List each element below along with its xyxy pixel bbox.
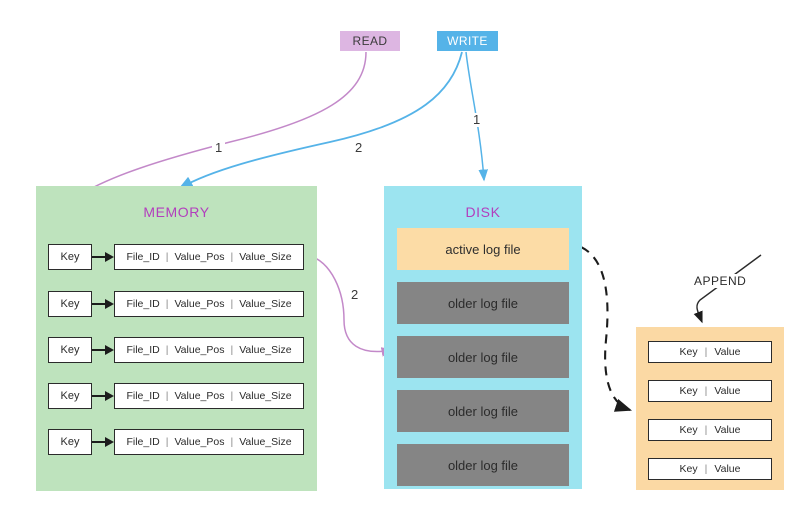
disk-region: DISK active log file older log file olde… <box>384 186 582 489</box>
memory-row[interactable]: Key File_ID | Value_Pos | Value_Size <box>48 337 304 363</box>
write-operation-label: WRITE <box>447 34 488 48</box>
memory-meta-box: File_ID | Value_Pos | Value_Size <box>114 383 304 409</box>
write-operation-button[interactable]: WRITE <box>437 31 498 51</box>
memory-separator: | <box>165 436 169 448</box>
memory-pointer-arrow-icon <box>92 429 114 455</box>
memory-meta-box: File_ID | Value_Pos | Value_Size <box>114 337 304 363</box>
memory-row[interactable]: Key File_ID | Value_Pos | Value_Size <box>48 291 304 317</box>
memory-value-pos: Value_Pos <box>174 298 225 310</box>
older-log-file[interactable]: older log file <box>397 282 569 324</box>
older-log-file[interactable]: older log file <box>397 336 569 378</box>
active-log-file-label: active log file <box>445 241 521 257</box>
record-separator: | <box>704 463 708 475</box>
memory-pointer-arrow-icon <box>92 337 114 363</box>
record-separator: | <box>704 424 708 436</box>
disk-title: DISK <box>465 204 501 220</box>
edge-label-read-step-1: 1 <box>212 141 226 155</box>
memory-meta-box: File_ID | Value_Pos | Value_Size <box>114 429 304 455</box>
older-log-file[interactable]: older log file <box>397 444 569 486</box>
memory-row[interactable]: Key File_ID | Value_Pos | Value_Size <box>48 429 304 455</box>
record-key: Key <box>679 346 698 358</box>
edge-memory-to-logfile <box>307 254 394 357</box>
record-separator: | <box>704 346 708 358</box>
append-label: APPEND <box>692 274 749 288</box>
record-row[interactable]: Key | Value <box>648 380 772 402</box>
memory-separator: | <box>230 436 234 448</box>
memory-title: MEMORY <box>143 204 210 220</box>
memory-value-size: Value_Size <box>239 436 292 448</box>
memory-separator: | <box>230 251 234 263</box>
memory-row[interactable]: Key File_ID | Value_Pos | Value_Size <box>48 383 304 409</box>
edge-label-write-step-1: 1 <box>470 113 484 127</box>
memory-key-box: Key <box>48 429 92 455</box>
record-value: Value <box>714 424 741 436</box>
memory-file-id: File_ID <box>126 344 160 356</box>
memory-value-pos: Value_Pos <box>174 344 225 356</box>
read-operation-label: READ <box>352 34 388 48</box>
older-log-file-label: older log file <box>447 403 519 419</box>
memory-key-box: Key <box>48 244 92 270</box>
memory-region: MEMORY Key File_ID | Value_Pos | Value_S… <box>36 186 317 491</box>
memory-separator: | <box>165 344 169 356</box>
memory-file-id: File_ID <box>126 390 160 402</box>
edge-append-pointer <box>693 254 762 324</box>
memory-separator: | <box>230 390 234 402</box>
edge-write-to-memory <box>178 51 463 189</box>
memory-value-size: Value_Size <box>239 298 292 310</box>
memory-pointer-arrow-icon <box>92 291 114 317</box>
record-row[interactable]: Key | Value <box>648 458 772 480</box>
memory-separator: | <box>165 298 169 310</box>
record-key: Key <box>679 463 698 475</box>
memory-meta-box: File_ID | Value_Pos | Value_Size <box>114 291 304 317</box>
record-value: Value <box>714 346 741 358</box>
memory-file-id: File_ID <box>126 298 160 310</box>
memory-separator: | <box>165 390 169 402</box>
memory-value-size: Value_Size <box>239 344 292 356</box>
older-log-file[interactable]: older log file <box>397 390 569 432</box>
memory-file-id: File_ID <box>126 251 160 263</box>
record-key: Key <box>679 385 698 397</box>
record-key: Key <box>679 424 698 436</box>
memory-key-box: Key <box>48 291 92 317</box>
record-row[interactable]: Key | Value <box>648 341 772 363</box>
older-log-file-label: older log file <box>447 295 519 311</box>
memory-key-box: Key <box>48 383 92 409</box>
memory-separator: | <box>165 251 169 263</box>
edge-read-to-memory <box>76 51 367 197</box>
memory-file-id: File_ID <box>126 436 160 448</box>
memory-value-size: Value_Size <box>239 390 292 402</box>
memory-value-size: Value_Size <box>239 251 292 263</box>
edge-label-write-step-2: 2 <box>352 141 366 155</box>
memory-value-pos: Value_Pos <box>174 251 225 263</box>
older-log-file-label: older log file <box>447 457 519 473</box>
older-log-file-label: older log file <box>447 349 519 365</box>
record-value: Value <box>714 385 741 397</box>
record-value: Value <box>714 463 741 475</box>
memory-key-box: Key <box>48 337 92 363</box>
memory-value-pos: Value_Pos <box>174 390 225 402</box>
read-operation-button[interactable]: READ <box>340 31 400 51</box>
record-separator: | <box>704 385 708 397</box>
memory-pointer-arrow-icon <box>92 244 114 270</box>
record-row[interactable]: Key | Value <box>648 419 772 441</box>
memory-meta-box: File_ID | Value_Pos | Value_Size <box>114 244 304 270</box>
memory-separator: | <box>230 298 234 310</box>
memory-separator: | <box>230 344 234 356</box>
records-region: Key | Value Key | Value Key | Value Key … <box>636 327 784 490</box>
edge-label-read-step-2: 2 <box>348 288 362 302</box>
active-log-file[interactable]: active log file <box>397 228 569 270</box>
memory-row[interactable]: Key File_ID | Value_Pos | Value_Size <box>48 244 304 270</box>
memory-pointer-arrow-icon <box>92 383 114 409</box>
memory-value-pos: Value_Pos <box>174 436 225 448</box>
